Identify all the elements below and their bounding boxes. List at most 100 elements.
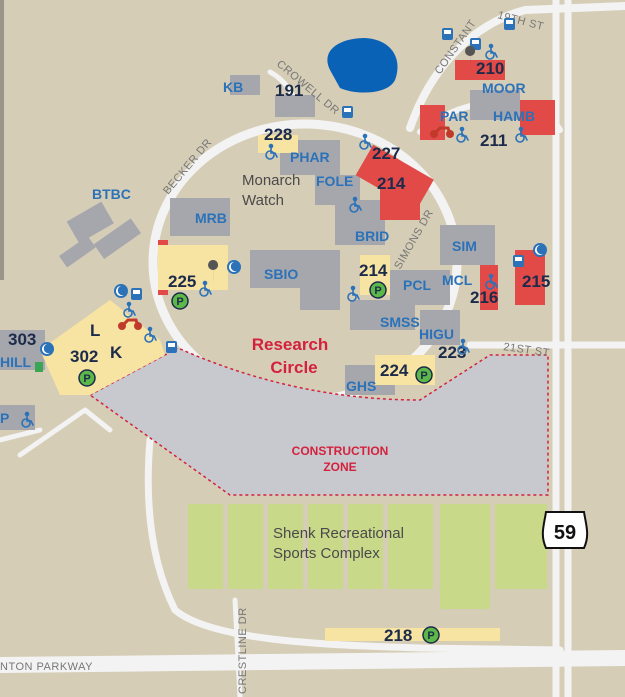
building-label-kb: KB bbox=[223, 79, 243, 95]
map-pin-icon bbox=[465, 46, 476, 72]
bus-stop-icon bbox=[131, 288, 142, 300]
monarch-watch-label-1: Monarch bbox=[242, 172, 300, 189]
building-pcl bbox=[390, 270, 450, 305]
lot-number-303[interactable]: 303 bbox=[8, 330, 36, 349]
construction-zone-label-2: ZONE bbox=[323, 460, 356, 474]
shenk-sports-fields bbox=[188, 504, 547, 609]
lot-218-area bbox=[325, 628, 500, 641]
parking-icon bbox=[78, 369, 96, 387]
parking-badge-218[interactable]: P bbox=[422, 626, 440, 644]
building-sim bbox=[440, 225, 495, 265]
building-210-red bbox=[455, 60, 505, 80]
field-1 bbox=[188, 504, 223, 589]
construction-zone bbox=[88, 347, 549, 496]
field-4 bbox=[308, 504, 343, 589]
ev-charging-icon bbox=[40, 342, 54, 356]
parking-badge-224[interactable]: P bbox=[415, 366, 433, 384]
lot-228-area bbox=[258, 135, 298, 153]
field-6 bbox=[388, 504, 433, 589]
building-btbc-b bbox=[93, 218, 142, 259]
accessibility-icon bbox=[199, 280, 212, 297]
campus-buildings bbox=[0, 75, 520, 430]
lot-number-228[interactable]: 228 bbox=[264, 125, 292, 144]
motorcycle-icons bbox=[118, 126, 454, 330]
highway-59-shield[interactable]: 59 bbox=[541, 511, 589, 549]
building-label-mcl: MCL bbox=[442, 272, 473, 288]
lot-number-224[interactable]: 224 bbox=[380, 361, 409, 380]
lot-number-211[interactable]: 211 bbox=[480, 131, 507, 150]
emergency-phone-icon bbox=[35, 362, 43, 372]
accessibility-icon bbox=[123, 301, 136, 318]
motorcycle-icon bbox=[118, 318, 142, 330]
accessibility-icon bbox=[359, 133, 372, 150]
lot-number-302[interactable]: 302 bbox=[70, 347, 98, 366]
parking-badge-302[interactable]: P bbox=[78, 369, 96, 387]
ev-charging-icons bbox=[40, 243, 547, 356]
bus-stop-icon bbox=[513, 255, 524, 267]
lot-number-227[interactable]: 227 bbox=[372, 144, 400, 163]
building-label-mrb: MRB bbox=[195, 210, 227, 226]
lot-number-214-top[interactable]: 214 bbox=[377, 174, 406, 193]
building-kb bbox=[230, 75, 260, 95]
lot-number-210[interactable]: 210 bbox=[476, 59, 504, 78]
ev-charging-icon bbox=[533, 243, 547, 257]
building-label-phar: PHAR bbox=[290, 149, 330, 165]
accessibility-icon bbox=[349, 196, 362, 213]
accessibility-icon bbox=[456, 126, 469, 143]
building-smss bbox=[350, 300, 415, 330]
road-crestline bbox=[144, 436, 564, 654]
field-7 bbox=[440, 504, 490, 609]
research-circle-label-1: Research bbox=[252, 335, 329, 354]
lot-number-214-lower[interactable]: 214 bbox=[359, 261, 388, 280]
lot-number-215[interactable]: 215 bbox=[522, 272, 550, 291]
parking-symbol: P bbox=[374, 285, 381, 297]
parking-symbol: P bbox=[176, 296, 183, 308]
accessibility-icon bbox=[347, 285, 360, 302]
field-2 bbox=[228, 504, 263, 589]
building-hamb-red bbox=[520, 100, 555, 135]
accessibility-icons bbox=[21, 43, 528, 428]
road-label-crestline: CRESTLINE DR bbox=[237, 607, 249, 694]
lot-number-191[interactable]: 191 bbox=[275, 81, 303, 100]
building-191 bbox=[275, 95, 315, 117]
building-btbc-c bbox=[59, 235, 96, 268]
building-214-red-b bbox=[380, 185, 420, 220]
building-label-sbio: SBIO bbox=[264, 266, 298, 282]
highway-shield-icon bbox=[541, 511, 589, 549]
building-label-sim: SIM bbox=[452, 238, 477, 254]
building-label-moor: MOOR bbox=[482, 80, 526, 96]
bus-stop-icon bbox=[342, 106, 353, 118]
field-8 bbox=[495, 504, 547, 589]
accessibility-icon bbox=[144, 326, 157, 343]
lot-number-216[interactable]: 216 bbox=[470, 288, 498, 307]
highway-number: 59 bbox=[554, 522, 576, 544]
parking-icon bbox=[369, 281, 387, 299]
building-mrb bbox=[170, 198, 230, 236]
building-label-smss: SMSS bbox=[380, 314, 420, 330]
accessibility-icon bbox=[485, 43, 498, 60]
parking-badge-225[interactable]: P bbox=[171, 292, 189, 310]
building-label-pcl: PCL bbox=[403, 277, 431, 293]
building-label-par: PAR bbox=[440, 108, 469, 124]
building-label-hill: HILL bbox=[0, 354, 32, 370]
building-label-brid: BRID bbox=[355, 228, 389, 244]
building-label-p: P bbox=[0, 410, 9, 426]
field-5 bbox=[348, 504, 383, 589]
road-west-connector bbox=[17, 407, 113, 458]
map-pin-icons bbox=[208, 46, 476, 286]
accessibility-icon bbox=[265, 143, 278, 160]
lot-number-218[interactable]: 218 bbox=[384, 626, 412, 645]
lot-302-area bbox=[40, 300, 165, 395]
building-label-btbc: BTBC bbox=[92, 186, 131, 202]
road-parkway bbox=[0, 650, 625, 673]
ev-charging-icon bbox=[227, 260, 241, 274]
accessibility-icon bbox=[457, 338, 470, 355]
parking-badge-214[interactable]: P bbox=[369, 281, 387, 299]
parking-icon bbox=[415, 366, 433, 384]
lot-number-225[interactable]: 225 bbox=[168, 272, 196, 291]
building-label-fole: FOLE bbox=[316, 173, 353, 189]
accessibility-icon bbox=[485, 273, 498, 290]
building-label-ghs: GHS bbox=[346, 378, 376, 394]
building-higu bbox=[420, 310, 460, 345]
